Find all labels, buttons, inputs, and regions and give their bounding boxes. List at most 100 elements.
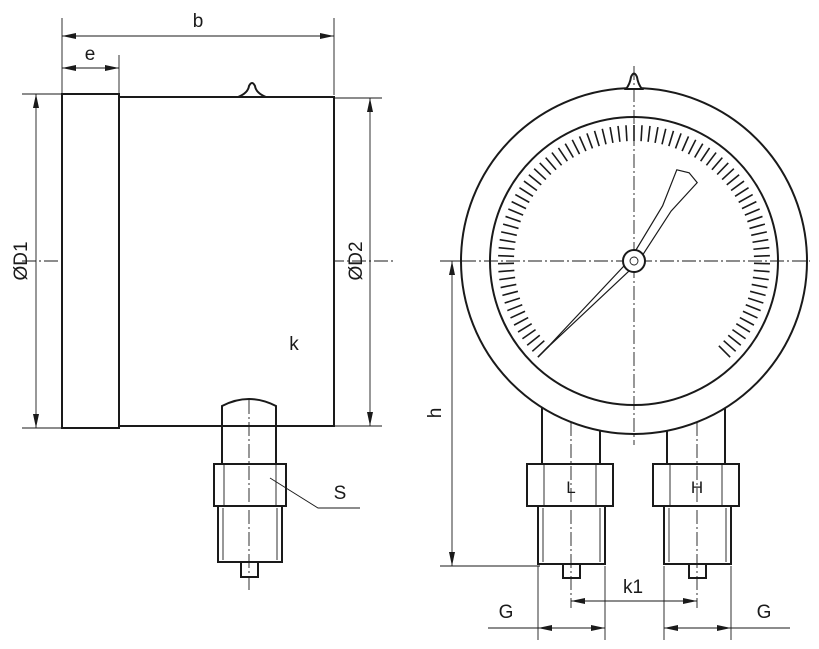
pointer-pin <box>629 256 639 266</box>
arrowhead <box>717 625 731 631</box>
scale-tick <box>693 143 704 158</box>
scale-tick <box>735 323 751 333</box>
label-d1: ØD1 <box>11 241 32 280</box>
arrowhead <box>591 625 605 631</box>
scale-tick <box>741 200 757 210</box>
scale-tick <box>668 130 675 147</box>
arrowhead <box>367 412 373 426</box>
scale-tick <box>661 128 667 145</box>
side-view <box>22 18 395 590</box>
scale-tick <box>738 193 754 204</box>
arrowhead <box>449 261 455 275</box>
scale-tick <box>617 125 621 142</box>
label-e: e <box>85 44 96 65</box>
scale-tick <box>498 254 515 258</box>
scale-tick <box>731 328 747 340</box>
scale-tick <box>742 310 758 319</box>
label-h: h <box>425 408 446 419</box>
arrowhead <box>664 625 678 631</box>
scale-tick <box>508 208 524 216</box>
pointer-needle <box>544 169 698 351</box>
scale-tick <box>523 180 538 192</box>
scale-tick <box>734 187 749 197</box>
scale-tick <box>507 303 523 312</box>
scale-tick <box>500 231 517 237</box>
scale-tick <box>539 162 552 176</box>
scale-tick <box>727 334 742 346</box>
scale-tick <box>551 152 563 166</box>
scale-tick <box>521 328 537 340</box>
scale-tick <box>578 136 587 152</box>
blowout-plug <box>237 82 267 98</box>
arrowhead <box>62 33 76 39</box>
thread <box>217 505 283 563</box>
scale-tick <box>564 143 575 158</box>
scale-tick <box>625 125 628 142</box>
port-high-thread <box>663 505 732 565</box>
case-body <box>118 96 335 427</box>
tip <box>240 561 259 578</box>
label-k: k <box>289 334 299 355</box>
label-s: S <box>334 483 347 504</box>
scale-tick <box>749 223 766 230</box>
scale-tick <box>571 139 581 155</box>
scale-tick <box>519 187 534 197</box>
scale-tick <box>681 136 690 152</box>
scale-tick <box>730 180 745 192</box>
arrowhead <box>62 65 76 71</box>
scale-tick <box>726 174 740 186</box>
scale-tick <box>500 283 517 289</box>
port-label-high: H <box>691 478 703 497</box>
scale-tick <box>502 290 519 297</box>
s-leader-line <box>269 477 360 509</box>
scale-tick <box>499 276 516 281</box>
label-b: b <box>193 11 204 32</box>
scale-tick <box>753 269 770 273</box>
port-low-hex <box>526 463 614 507</box>
arrowhead <box>33 94 39 108</box>
port-low-tip <box>562 563 581 579</box>
scale-tick <box>647 125 651 142</box>
scale-tick <box>747 297 764 304</box>
scale-tick <box>640 125 643 142</box>
scale-tick <box>654 126 659 144</box>
label-g-left: G <box>499 602 514 623</box>
scale-tick <box>586 133 594 149</box>
scale-tick <box>526 334 541 346</box>
arrowhead <box>33 414 39 428</box>
arrowhead <box>683 598 697 604</box>
scale-tick <box>533 168 547 181</box>
scale-tick <box>744 208 760 216</box>
scale-tick <box>517 323 533 333</box>
scale-tick <box>609 126 614 144</box>
scale-ticks <box>498 125 770 358</box>
scale-tick <box>752 276 769 281</box>
hex-nut <box>213 463 287 507</box>
scale-tick <box>751 231 768 237</box>
scale-tick <box>593 130 600 147</box>
scale-tick <box>745 303 761 312</box>
scale-tick <box>510 310 526 319</box>
port-label-low: L <box>566 478 575 497</box>
arrowhead <box>320 33 334 39</box>
scale-tick <box>718 345 731 358</box>
scale-tick <box>687 139 697 155</box>
scale-tick <box>498 269 515 273</box>
label-k1: k1 <box>623 577 643 598</box>
scale-tick <box>531 340 545 352</box>
scale-tick <box>528 174 542 186</box>
arrowhead <box>449 552 455 566</box>
scale-tick <box>511 200 527 210</box>
port-low-thread <box>537 505 606 565</box>
scale-tick <box>504 297 521 304</box>
scale-tick <box>747 215 763 223</box>
scale-tick <box>505 215 521 223</box>
scale-tick <box>499 238 516 244</box>
scale-tick <box>752 238 769 244</box>
scale-tick <box>711 157 723 171</box>
front-view <box>440 66 810 640</box>
scale-tick <box>513 316 529 326</box>
scale-tick <box>705 152 717 166</box>
label-d2: ØD2 <box>346 241 367 280</box>
